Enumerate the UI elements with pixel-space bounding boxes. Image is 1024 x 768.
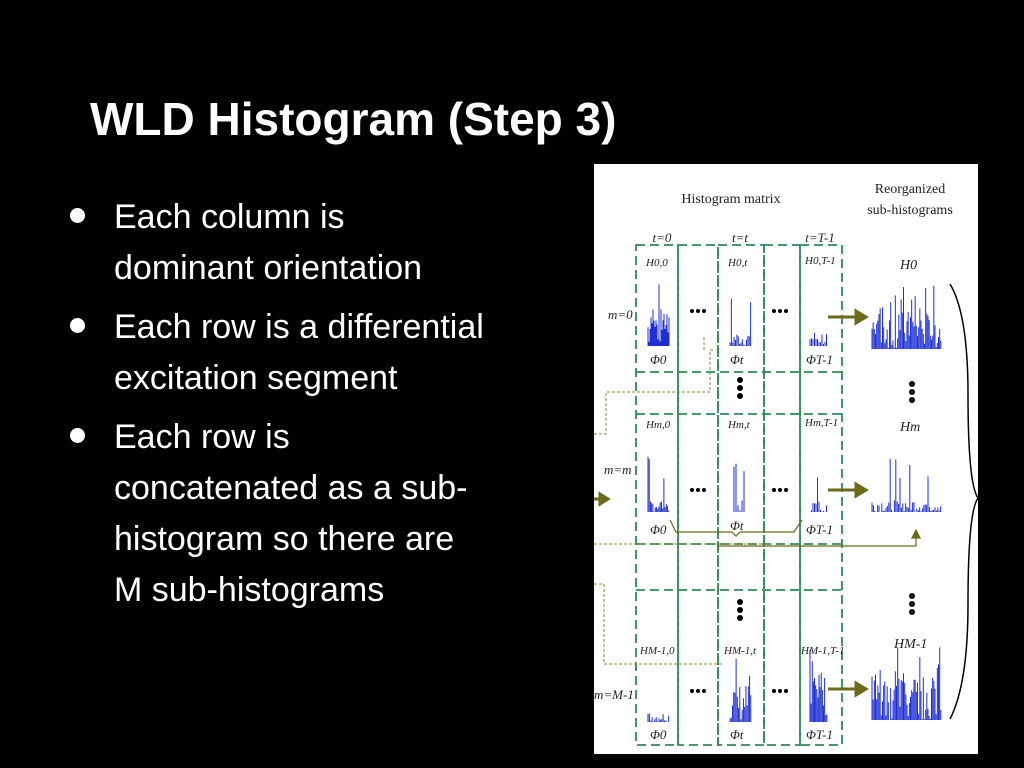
phi-label: Φt [730,518,744,533]
bullet-dot-icon [70,318,85,333]
output-label: Hm [899,420,920,435]
bullet-text: Each row is concatenated as a sub-histog… [114,418,468,609]
col-label-t: t=t [732,230,748,245]
cell-label: HM-1,0 [639,645,675,657]
histogram-bars [729,298,752,346]
histogram-bars [871,647,942,720]
phi-label: ΦT-1 [806,522,833,537]
row-label-0: m=0 [608,307,633,322]
phi-label: ΦT-1 [806,352,833,367]
bullet-item: Each column is dominant orientation [68,192,488,294]
histogram-bars [809,649,828,722]
histogram-bars [871,285,942,349]
row-label-m: m=m [604,462,632,477]
histogram-bars [647,284,670,346]
brace-connector [669,519,921,547]
phi-label: Φ0 [650,727,667,742]
cell-label: Hm,T-1 [804,417,838,429]
bullet-item: Each row is a differential excitation se… [68,302,488,404]
phi-label: Φ0 [650,352,667,367]
histogram-bars [809,333,827,346]
phi-label: Φ0 [650,522,667,537]
output-label: HM-1 [893,637,927,652]
output-histograms [871,285,942,720]
cell-label: H0,T-1 [804,255,836,267]
ellipsis-dots [690,309,915,693]
cell-label: HM-1,T-1 [800,645,844,657]
histogram-bars [809,477,827,512]
col-label-0: t=0 [653,230,672,245]
histogram-figure: Histogram matrix Reorganized sub-histogr… [594,164,978,754]
cell-label: Hm,t [727,419,751,431]
histogram-bars [729,658,752,722]
bullet-list: Each column is dominant orientation Each… [68,192,488,624]
phi-label: ΦT-1 [806,727,833,742]
histogram-bars [647,456,670,512]
mini-histograms [647,284,828,722]
cell-label: HM-1,t [723,645,757,657]
histogram-bars [647,713,670,722]
slide-title: WLD Histogram (Step 3) [90,93,617,145]
heading-reorganized: Reorganized [875,182,946,197]
phi-label: Φt [730,352,744,367]
row-label-M-1: m=M-1 [594,687,634,702]
cell-label: H0,t [727,257,748,269]
right-brace-icon [949,283,978,720]
row-arrows [594,308,869,698]
phi-label: Φt [730,727,744,742]
bullet-text: Each column is dominant orientation [114,198,423,287]
histogram-bars [871,458,942,512]
heading-sub-histograms: sub-histograms [867,203,953,218]
heading-histogram-matrix: Histogram matrix [681,192,780,207]
output-label: H0 [899,258,917,273]
bullet-item: Each row is concatenated as a sub-histog… [68,412,488,616]
histogram-diagram: Histogram matrix Reorganized sub-histogr… [594,182,978,746]
bullet-dot-icon [70,208,85,223]
cell-label: H0,0 [645,257,668,269]
bullet-dot-icon [70,428,85,443]
matrix-grid [635,244,843,746]
histogram-bars [733,463,745,512]
col-label-T-1: t=T-1 [805,230,834,245]
bullet-text: Each row is a differential excitation se… [114,308,484,397]
connector-lines [594,336,774,665]
cell-label: Hm,0 [645,419,671,431]
